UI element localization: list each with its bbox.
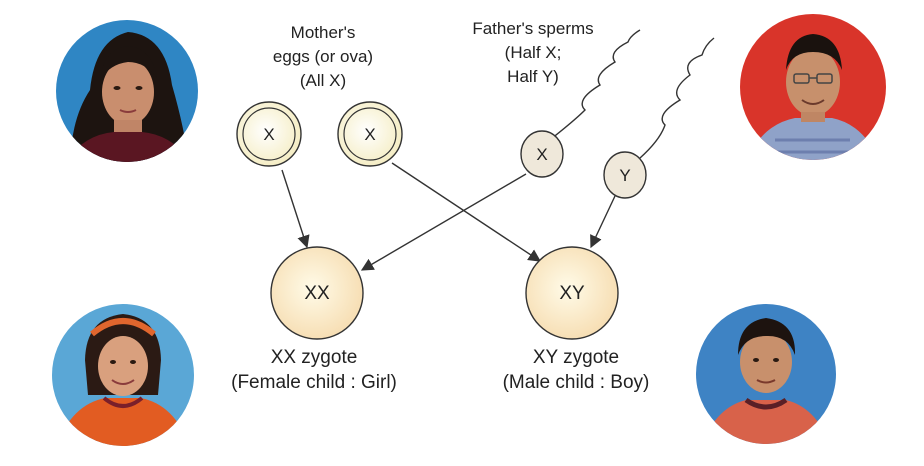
- zygote-xy: XY: [525, 246, 619, 340]
- egg-1-label: X: [263, 125, 274, 144]
- mother-label-line-2: eggs (or ova): [273, 47, 373, 66]
- girl-caption-line-2: (Female child : Girl): [231, 372, 397, 393]
- sperm-y-label: Y: [619, 166, 630, 185]
- sperm-tail-y: [639, 37, 715, 159]
- egg-1: X: [236, 101, 302, 167]
- arrow-spermx-to-xx: [360, 173, 527, 271]
- zygote-xx: XX: [270, 246, 364, 340]
- girl-photo: [52, 304, 194, 446]
- sperm-tail-x: [550, 29, 641, 140]
- zygote-xx-label: XX: [304, 283, 330, 304]
- egg-2-label: X: [364, 125, 375, 144]
- boy-zygote-caption: XY zygote (Male child : Boy): [503, 347, 650, 393]
- boy-photo: [696, 304, 836, 444]
- egg-2: X: [337, 101, 403, 167]
- boy-caption-line-1: XY zygote: [533, 347, 619, 368]
- mother-label-line-1: Mother's: [291, 23, 356, 42]
- father-sperms-label: Father's sperms (Half X; Half Y): [472, 19, 593, 86]
- father-label-line-3: Half Y): [507, 67, 559, 86]
- girl-caption-line-1: XX zygote: [271, 347, 358, 368]
- arrow-spermy-to-xy: [590, 195, 616, 249]
- zygote-xy-label: XY: [559, 283, 585, 304]
- girl-zygote-caption: XX zygote (Female child : Girl): [231, 347, 397, 393]
- mother-eggs-label: Mother's eggs (or ova) (All X): [273, 23, 373, 90]
- sperm-x: X: [520, 130, 564, 178]
- sperm-y: Y: [603, 151, 647, 199]
- father-label-line-2: (Half X;: [505, 43, 562, 62]
- father-photo: [740, 14, 886, 160]
- boy-caption-line-2: (Male child : Boy): [503, 372, 650, 393]
- mother-photo: [56, 20, 198, 162]
- mother-label-line-3: (All X): [300, 71, 346, 90]
- sperm-x-label: X: [536, 145, 547, 164]
- arrow-egg2-to-xy: [391, 162, 542, 262]
- father-label-line-1: Father's sperms: [472, 19, 593, 38]
- arrow-egg1-to-xx: [281, 169, 310, 249]
